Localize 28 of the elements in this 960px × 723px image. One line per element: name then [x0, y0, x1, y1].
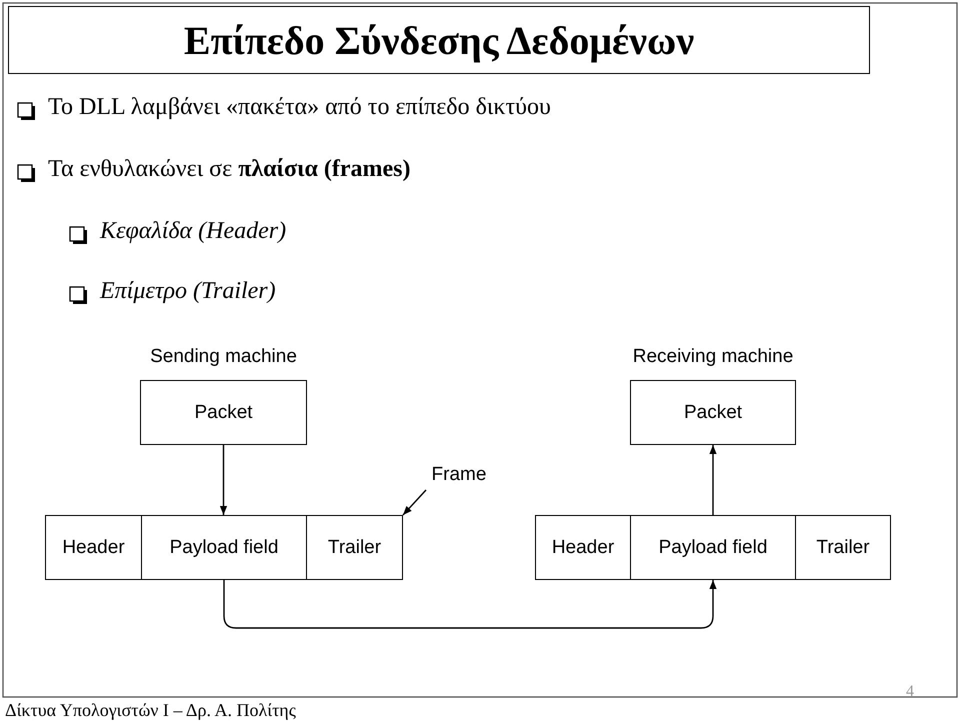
- page-number: 4: [906, 683, 914, 701]
- bullet-text: Τα ενθυλακώνει σε πλαίσια (frames): [48, 156, 410, 183]
- callout-text: Frame: [432, 464, 486, 486]
- field-box: [306, 515, 403, 580]
- leader-arrow: [402, 490, 427, 516]
- box-label: Trailer: [816, 536, 870, 558]
- field-box: [535, 515, 631, 580]
- field-box: [141, 515, 307, 580]
- box-label: Packet: [684, 402, 742, 424]
- box-label: Trailer: [328, 536, 382, 558]
- field-box: [795, 515, 891, 580]
- box-label: Header: [62, 536, 125, 558]
- box-label: Header: [552, 536, 614, 558]
- arrow: [709, 445, 717, 515]
- arrow: [223, 580, 717, 629]
- field-box: [45, 515, 142, 580]
- box-label: Packet: [194, 402, 253, 424]
- slide-title: Επίπεδο Σύνδεσης Δεδομένων: [8, 6, 870, 74]
- machine-label: Receiving machine: [632, 346, 794, 368]
- box-label: Payload field: [658, 536, 768, 558]
- footer-text: Δίκτυα Υπολογιστών Ι – Δρ. Α. Πολίτης: [5, 700, 296, 721]
- box-label: Payload field: [170, 536, 278, 558]
- sub-bullet-text: Επίμετρο (Trailer): [100, 278, 276, 305]
- machine-label: Sending machine: [150, 346, 297, 368]
- field-box: [630, 515, 796, 580]
- sub-bullet-text: Κεφαλίδα (Header): [100, 218, 286, 245]
- bullet-text: Το DLL λαμβάνει «πακέτα» από το επίπεδο δικτύου: [48, 94, 551, 121]
- arrow: [220, 445, 228, 515]
